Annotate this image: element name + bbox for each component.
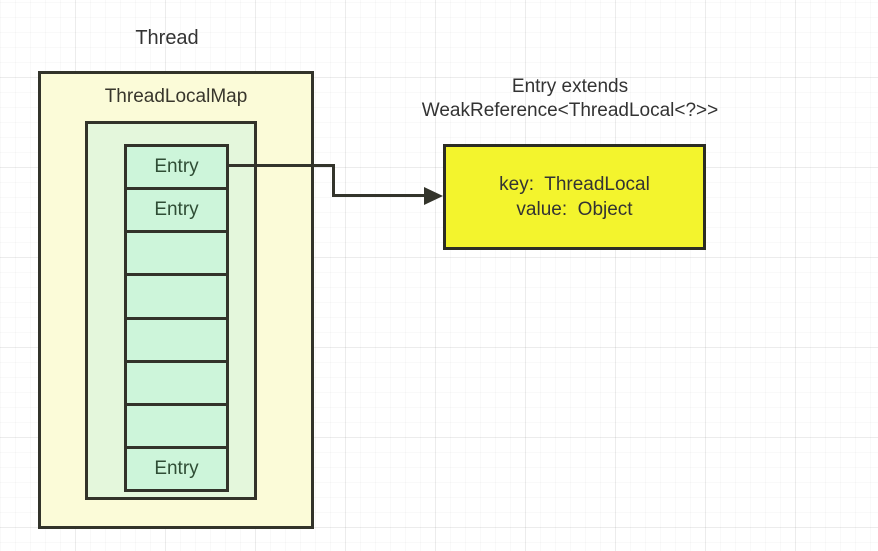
arrow-segment-horizontal-2 [332,194,426,197]
arrow-segment-horizontal-1 [228,164,335,167]
arrow-head-icon [424,187,443,205]
entry-cell [127,405,226,449]
entry-extends-note: Entry extends WeakReference<ThreadLocal<… [403,75,737,123]
threadlocalmap-label: ThreadLocalMap [104,86,248,107]
entry-extends-note-line1: Entry extends [511,76,629,97]
entry-cell [127,276,226,320]
entry-cell-label: Entry [154,199,199,221]
entry-cell: Entry [127,190,226,234]
entry-cell: Entry [127,448,226,489]
entry-value-line: value: Object [516,199,633,220]
entry-detail-box: key: ThreadLocal value: Object [443,144,706,250]
entry-cell-label: Entry [154,156,199,178]
entry-cell: Entry [127,147,226,191]
entry-cell [127,233,226,277]
entry-cell-label: Entry [154,457,199,479]
entry-key-line: key: ThreadLocal [499,174,650,195]
entry-cell [127,319,226,363]
entry-extends-note-line2: WeakReference<ThreadLocal<?>> [421,100,719,121]
entry-cell [127,362,226,406]
arrow-segment-vertical [332,164,335,197]
thread-label: Thread [135,27,199,49]
entry-stack: Entry Entry Entry [124,144,229,492]
